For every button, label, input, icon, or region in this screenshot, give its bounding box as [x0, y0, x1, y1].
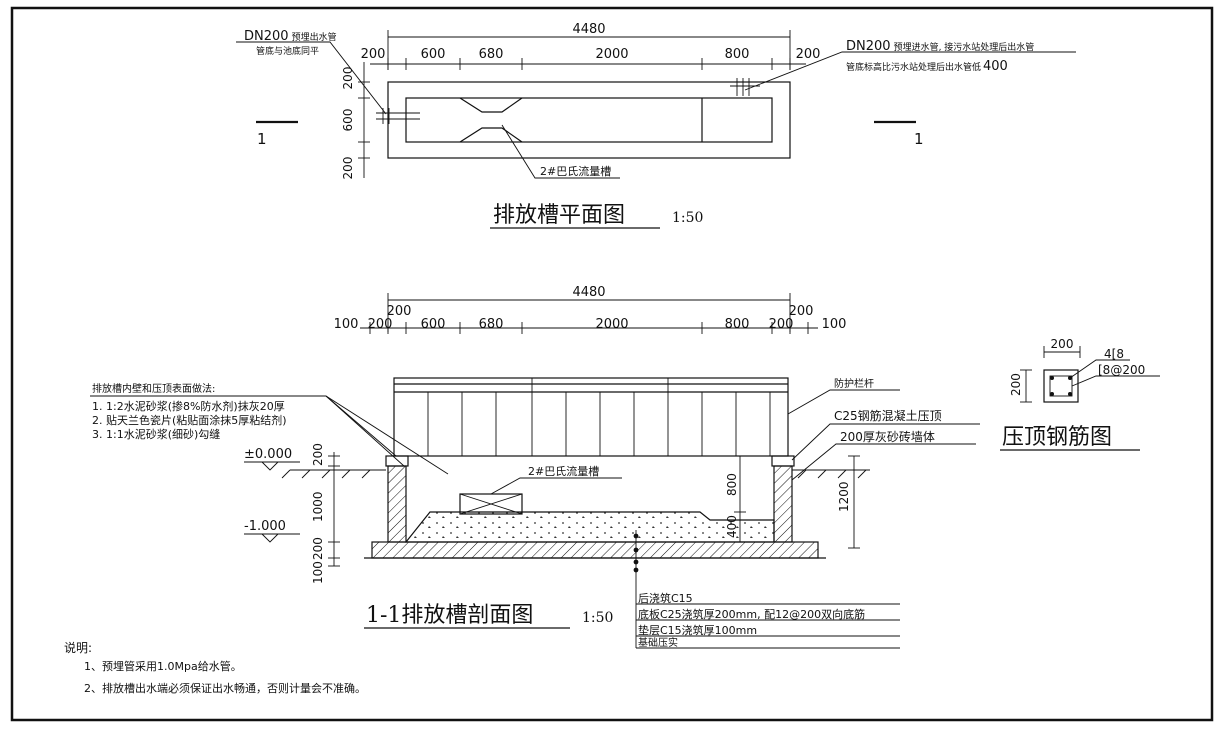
section-inner-dim-2: 400	[725, 515, 739, 538]
rebar-title: 压顶钢筋图	[1002, 425, 1112, 450]
plan-view: 4480 200 600 680 2000 800 200 200 600 20…	[236, 22, 1076, 229]
section-left-dim-3: 200	[311, 537, 325, 560]
note-1: 1、预埋管采用1.0Mpa给水管。	[84, 659, 242, 673]
notes-heading: 说明:	[64, 640, 92, 655]
plan-dim-6: 200	[796, 47, 821, 62]
section-dim-total: 4480	[572, 285, 605, 300]
layer-4: 基础压实	[638, 636, 678, 649]
section-left-dim-4: 100	[311, 561, 325, 584]
plan-flume-label: 2#巴氏流量槽	[540, 164, 611, 178]
finish-item-3: 3. 1:1水泥砂浆(细砂)勾缝	[92, 427, 220, 441]
plan-scale: 1:50	[672, 210, 703, 226]
plan-dim-4: 2000	[595, 47, 628, 62]
rebar-dim-h: 200	[1009, 373, 1023, 396]
rebar-main: 4[8	[1104, 347, 1124, 361]
layer-1: 后浇筑C15	[638, 591, 693, 605]
section-dim-8: 100	[822, 317, 847, 332]
section-right-dim: 1200	[837, 481, 851, 512]
plan-side-dim-1: 200	[341, 67, 355, 90]
level-top: ±0.000	[244, 447, 292, 462]
coping-label: C25钢筋混凝土压顶	[834, 408, 942, 423]
section-left-dim-1: 200	[311, 443, 325, 466]
plan-outlet-pipe-note: 管底与池底同平	[256, 45, 319, 57]
section-dim-5: 2000	[595, 317, 628, 332]
section-inner-dim-1: 800	[725, 473, 739, 496]
section-dim-7: 200	[769, 317, 794, 332]
plan-dim-2: 600	[421, 47, 446, 62]
rebar-stirrup: [8@200	[1098, 363, 1145, 377]
section-view: 4480 100 200 200 600 680 2000 800 200 20…	[90, 285, 980, 649]
section-flume-label: 2#巴氏流量槽	[528, 464, 599, 478]
plan-title: 排放槽平面图	[493, 203, 625, 228]
note-2: 2、排放槽出水端必须保证出水畅通，否则计量会不准确。	[84, 681, 366, 695]
plan-dim-5: 800	[725, 47, 750, 62]
section-dim-top-left: 200	[387, 304, 412, 319]
notes: 说明: 1、预埋管采用1.0Mpa给水管。 2、排放槽出水端必须保证出水畅通，否…	[64, 640, 366, 695]
plan-section-mark-left: 1	[257, 130, 267, 148]
section-dim-1: 100	[334, 317, 359, 332]
section-dim-3: 600	[421, 317, 446, 332]
finish-item-2: 2. 贴天兰色瓷片(粘贴面涂抹5厚粘结剂)	[92, 413, 287, 427]
plan-dim-1: 200	[361, 47, 386, 62]
wall-label: 200厚灰砂砖墙体	[840, 429, 935, 444]
plan-side-dim-2: 600	[341, 109, 355, 132]
finish-item-1: 1. 1:2水泥砂浆(掺8%防水剂)抹灰20厚	[92, 399, 285, 413]
plan-dim-total: 4480	[572, 22, 605, 37]
section-scale: 1:50	[582, 610, 613, 626]
sheet-frame	[10, 6, 1214, 722]
layer-3: 垫层C15浇筑厚100mm	[638, 623, 757, 637]
railing-label: 防护栏杆	[834, 377, 874, 390]
rebar-dim-w: 200	[1051, 337, 1074, 351]
section-left-dim-2: 1000	[311, 491, 325, 522]
section-title: 1-1排放槽剖面图	[366, 603, 533, 628]
section-dim-top-right: 200	[789, 304, 814, 319]
layer-2: 底板C25浇筑厚200mm, 配12@200双向底筋	[638, 607, 865, 621]
level-bottom: -1.000	[244, 519, 286, 534]
finish-title: 排放槽内壁和压顶表面做法:	[92, 382, 215, 395]
plan-dim-3: 680	[479, 47, 504, 62]
plan-section-mark-right: 1	[914, 130, 924, 148]
section-dim-2: 200	[368, 317, 393, 332]
coping-rebar-detail: 200 200 4[8 [8@200 压顶钢筋图	[1000, 337, 1160, 451]
section-dim-6: 800	[725, 317, 750, 332]
plan-side-dim-3: 200	[341, 157, 355, 180]
section-dim-4: 680	[479, 317, 504, 332]
